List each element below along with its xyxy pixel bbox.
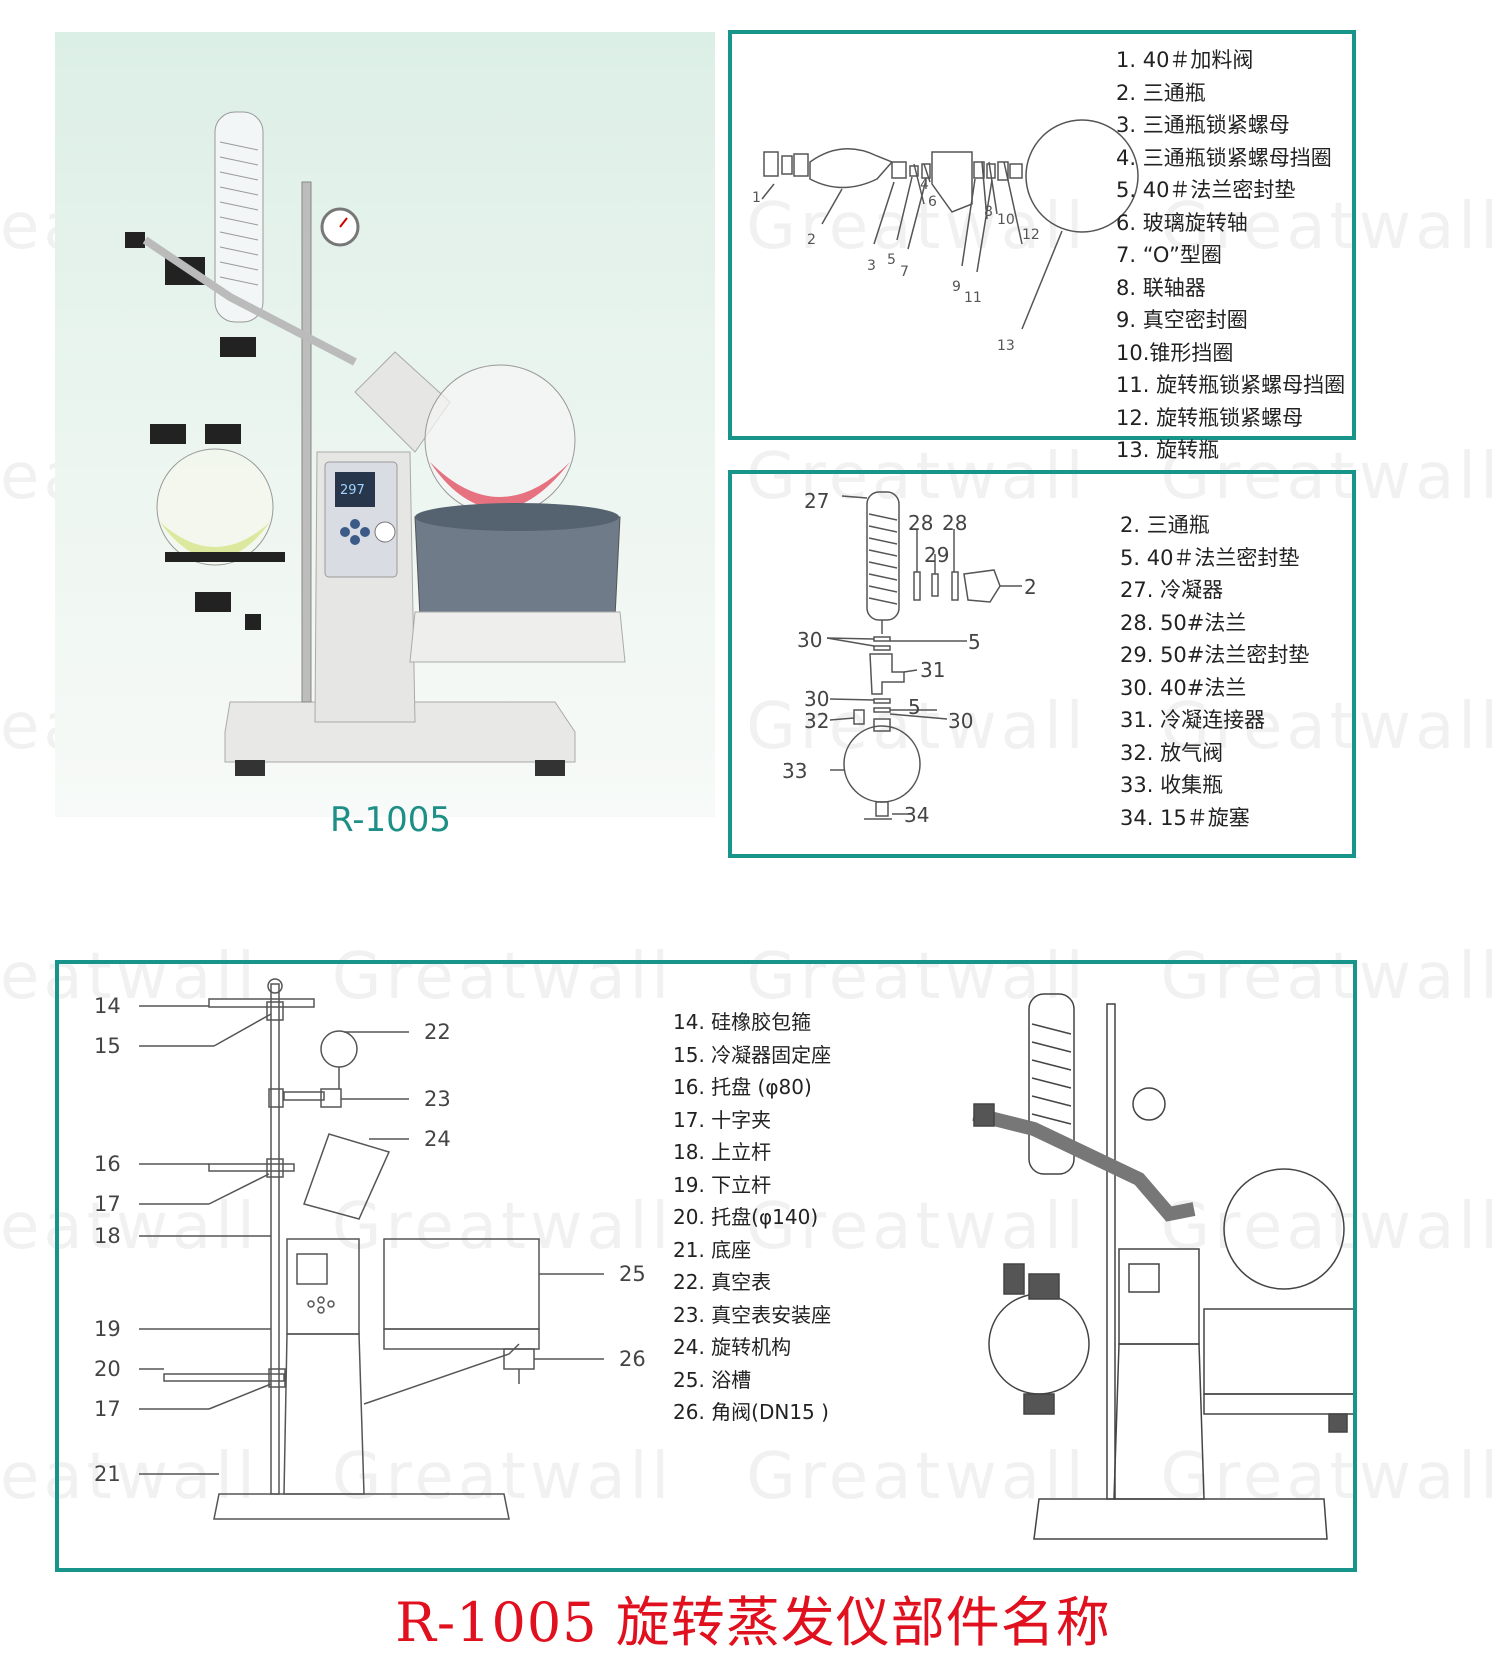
part-item: 20. 托盘(φ140) xyxy=(673,1205,819,1229)
callout-7: 7 xyxy=(900,264,909,280)
part-item: 29. 50#法兰密封垫 xyxy=(1120,643,1310,667)
part-item: 28. 50#法兰 xyxy=(1120,610,1247,635)
callout-22: 22 xyxy=(424,1020,451,1044)
part-item: 2. 三通瓶 xyxy=(1116,80,1206,105)
part-item: 1. 40＃加料阀 xyxy=(1116,48,1254,72)
part-item: 3. 三通瓶锁紧螺母 xyxy=(1116,113,1290,137)
callout-2: 2 xyxy=(807,232,816,248)
part-item: 22. 真空表 xyxy=(673,1270,772,1294)
callout-21: 21 xyxy=(94,1462,121,1486)
part-item: 19. 下立杆 xyxy=(673,1172,772,1197)
part-item: 6. 玻璃旋转轴 xyxy=(1116,210,1248,235)
callout-1: 1 xyxy=(752,190,761,206)
watermark: eatwall Greatwall Greatwall Greatwall Gr… xyxy=(0,940,1506,1014)
part-item: 23. 真空表安装座 xyxy=(673,1302,832,1327)
callout-9: 9 xyxy=(952,279,961,295)
part-item: 8. 联轴器 xyxy=(1116,275,1206,300)
part-item: 24. 旋转机构 xyxy=(673,1335,792,1359)
callout-28a: 28 xyxy=(908,511,933,535)
model-label: R-1005 xyxy=(330,800,452,840)
parts-box-condenser-assembly: 27 28 28 29 2 30 5 31 30 5 32 30 33 34 2… xyxy=(728,470,1356,858)
rotary-assembly-diagram: 1 2 3 4 5 6 7 8 9 10 11 12 13 xyxy=(752,119,1139,354)
callout-13: 13 xyxy=(997,338,1015,354)
part-item: 25. 浴槽 xyxy=(673,1367,752,1392)
callout-2: 2 xyxy=(1024,575,1037,599)
callout-30b: 30 xyxy=(804,687,829,711)
callout-29: 29 xyxy=(924,543,949,567)
callout-5: 5 xyxy=(887,252,896,268)
parts-box-rotary-assembly: 1 2 3 4 5 6 7 8 9 10 11 12 13 1. 40＃加料阀 … xyxy=(728,30,1356,462)
callout-18: 18 xyxy=(94,1224,121,1248)
svg-text:297: 297 xyxy=(340,483,365,498)
part-item: 34. 15＃旋塞 xyxy=(1120,805,1250,830)
part-item: 17. 十字夹 xyxy=(673,1107,772,1132)
part-item: 26. 角阀(DN15 ) xyxy=(673,1400,829,1424)
callout-17b: 17 xyxy=(94,1397,121,1421)
callout-5b: 5 xyxy=(908,695,921,719)
rotary-evaporator-illustration: 297 xyxy=(125,111,626,776)
frame-assembly-diagram: 14 15 16 17 18 19 20 17 21 22 23 24 25 2… xyxy=(94,978,1353,1540)
callout-17a: 17 xyxy=(94,1192,121,1216)
callout-30a: 30 xyxy=(797,628,822,652)
parts-list-box2: 2. 三通瓶 5. 40＃法兰密封垫 27. 冷凝器 28. 50#法兰 29.… xyxy=(1120,509,1309,834)
part-item: 9. 真空密封圈 xyxy=(1116,308,1248,332)
part-item: 12. 旋转瓶锁紧螺母 xyxy=(1116,405,1304,430)
parts-box-frame-assembly: 14 15 16 17 18 19 20 17 21 22 23 24 25 2… xyxy=(55,960,1357,1572)
callout-28b: 28 xyxy=(942,511,967,535)
callout-12: 12 xyxy=(1022,227,1040,243)
callout-33: 33 xyxy=(782,759,807,783)
callout-16: 16 xyxy=(94,1152,121,1176)
callout-27: 27 xyxy=(804,489,829,513)
part-item: 21. 底座 xyxy=(673,1237,752,1262)
part-item: 13. 旋转瓶 xyxy=(1116,438,1220,462)
part-item: 14. 硅橡胶包箍 xyxy=(673,1010,812,1034)
callout-8: 8 xyxy=(984,204,993,220)
part-item: 15. 冷凝器固定座 xyxy=(673,1042,832,1067)
callout-11: 11 xyxy=(964,290,982,306)
part-item: 30. 40#法兰 xyxy=(1120,675,1247,700)
callout-25: 25 xyxy=(619,1262,646,1286)
callout-26: 26 xyxy=(619,1347,646,1371)
part-item: 18. 上立杆 xyxy=(673,1140,772,1164)
callout-34: 34 xyxy=(904,803,929,827)
callout-19: 19 xyxy=(94,1317,121,1341)
product-photo: 297 xyxy=(55,32,715,817)
parts-list-box3: 14. 硅橡胶包箍 15. 冷凝器固定座 16. 托盘 (φ80) 17. 十字… xyxy=(673,1006,831,1429)
callout-3: 3 xyxy=(867,258,876,274)
part-item: 11. 旋转瓶锁紧螺母挡圈 xyxy=(1116,373,1346,397)
callout-10: 10 xyxy=(997,212,1015,228)
part-item: 5. 40＃法兰密封垫 xyxy=(1116,178,1296,202)
part-item: 32. 放气阀 xyxy=(1120,740,1224,765)
callout-32: 32 xyxy=(804,709,829,733)
callout-23: 23 xyxy=(424,1087,451,1111)
callout-24: 24 xyxy=(424,1127,451,1151)
page-title: R-1005 旋转蒸发仪部件名称 xyxy=(395,1591,1111,1654)
condenser-assembly-diagram: 27 28 28 29 2 30 5 31 30 5 32 30 33 34 xyxy=(782,489,1037,827)
part-item: 27. 冷凝器 xyxy=(1120,578,1224,602)
callout-31: 31 xyxy=(920,658,945,682)
watermark: eatwall Greatwall Greatwall Greatwall Gr… xyxy=(0,1190,1506,1264)
parts-list-box1: 1. 40＃加料阀 2. 三通瓶 3. 三通瓶锁紧螺母 4. 三通瓶锁紧螺母挡圈… xyxy=(1116,44,1345,467)
callout-15: 15 xyxy=(94,1034,121,1058)
callout-14: 14 xyxy=(94,994,121,1018)
part-item: 5. 40＃法兰密封垫 xyxy=(1120,545,1300,570)
part-item: 10.锥形挡圈 xyxy=(1116,340,1234,365)
callout-6: 6 xyxy=(928,194,937,210)
callout-20: 20 xyxy=(94,1357,121,1381)
watermark: eatwall Greatwall Greatwall Greatwall Gr… xyxy=(0,1440,1506,1514)
part-item: 7. “O”型圈 xyxy=(1116,243,1222,267)
part-item: 4. 三通瓶锁紧螺母挡圈 xyxy=(1116,145,1332,170)
callout-4: 4 xyxy=(920,177,929,193)
callout-30c: 30 xyxy=(948,709,973,733)
part-item: 33. 收集瓶 xyxy=(1120,773,1224,797)
part-item: 2. 三通瓶 xyxy=(1120,513,1210,537)
callout-5a: 5 xyxy=(968,630,981,654)
assembled-line-drawing xyxy=(972,993,1353,1540)
part-item: 16. 托盘 (φ80) xyxy=(673,1075,812,1099)
part-item: 31. 冷凝连接器 xyxy=(1120,708,1266,732)
